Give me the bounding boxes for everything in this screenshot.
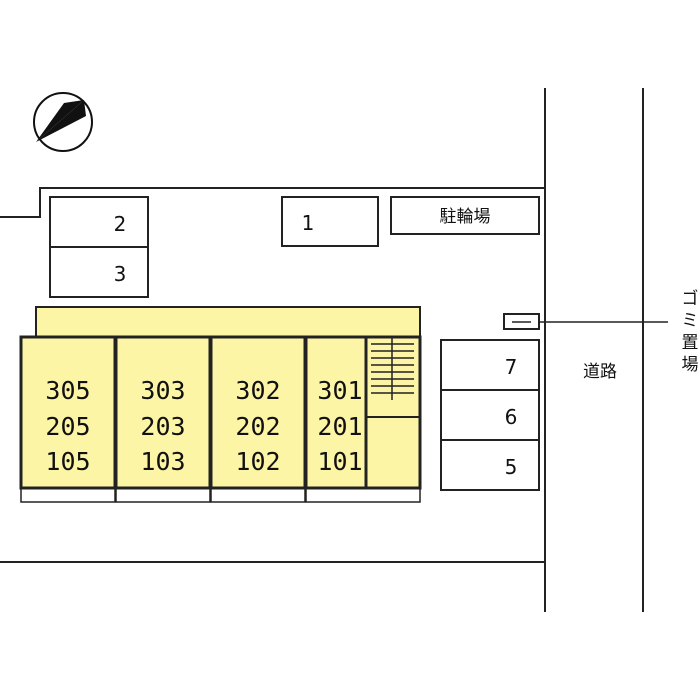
svg-text:3: 3 — [114, 262, 127, 286]
svg-text:5: 5 — [505, 455, 518, 479]
parking-space-6: 6 — [440, 389, 540, 441]
svg-text:202: 202 — [235, 412, 280, 441]
svg-text:203: 203 — [140, 412, 185, 441]
svg-text:ミ: ミ — [682, 311, 699, 331]
svg-text:305: 305 — [45, 376, 90, 405]
road-label: 道路 — [583, 362, 617, 382]
svg-text:7: 7 — [505, 355, 518, 379]
svg-text:301: 301 — [317, 376, 362, 405]
apartment-building: 305 205 105 303 203 103 302 202 102 301 … — [19, 306, 422, 503]
site-boundary — [0, 187, 546, 563]
garbage-station — [503, 313, 668, 330]
svg-text:205: 205 — [45, 412, 90, 441]
svg-text:場: 場 — [682, 355, 699, 375]
svg-text:6: 6 — [505, 405, 518, 429]
parking-space-2: 2 — [49, 196, 149, 248]
svg-text:105: 105 — [45, 447, 90, 476]
parking-space-7: 7 — [440, 339, 540, 391]
unit-block-301-201-101: 301 201 101 — [304, 335, 421, 503]
svg-text:ゴ: ゴ — [682, 288, 699, 309]
garbage-label: ゴ ミ 置 場 — [682, 288, 699, 375]
svg-text:1: 1 — [302, 211, 315, 235]
unit-block-305-205-105: 305 205 105 — [19, 335, 117, 503]
parking-space-5: 5 — [440, 439, 540, 491]
svg-text:駐輪場: 駐輪場 — [440, 207, 491, 227]
north-arrow-icon — [33, 92, 93, 152]
svg-text:302: 302 — [235, 376, 280, 405]
bicycle-parking: 駐輪場 — [390, 196, 540, 235]
staircase-icon — [371, 338, 414, 400]
svg-text:101: 101 — [317, 447, 362, 476]
unit-block-303-203-103: 303 203 103 — [114, 335, 212, 503]
svg-text:303: 303 — [140, 376, 185, 405]
parking-space-3: 3 — [49, 246, 149, 298]
svg-text:置: 置 — [682, 333, 699, 353]
svg-text:2: 2 — [114, 212, 127, 236]
unit-block-302-202-102: 302 202 102 — [209, 335, 307, 503]
parking-space-1: 1 — [281, 196, 379, 247]
svg-text:201: 201 — [317, 412, 362, 441]
svg-text:102: 102 — [235, 447, 280, 476]
svg-text:103: 103 — [140, 447, 185, 476]
